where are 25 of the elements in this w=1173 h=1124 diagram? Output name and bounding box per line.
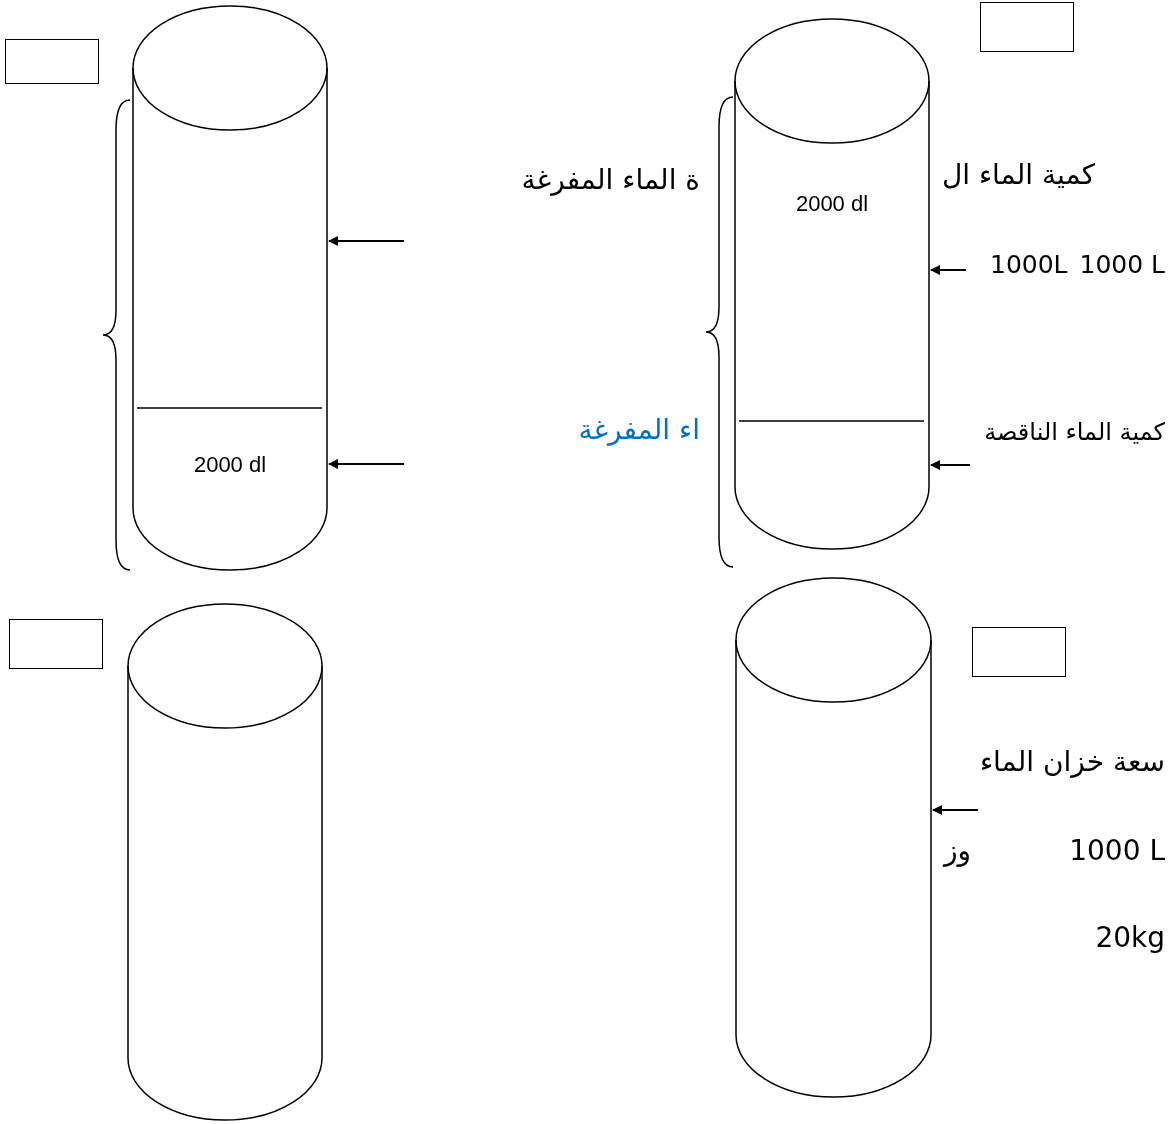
- answer-box: [5, 39, 99, 84]
- answer-box: [9, 619, 103, 669]
- arrow: [328, 459, 405, 469]
- note-text: ة الماء المفرغة: [521, 163, 700, 196]
- note-text: 20kg: [1095, 921, 1165, 954]
- note-text: سعة خزان الماء: [979, 745, 1165, 778]
- note-text: كمية الماء الناقصة: [984, 418, 1165, 446]
- volume-label: 2000 dl: [193, 452, 267, 478]
- note-text: 1000 L: [1079, 250, 1165, 279]
- note-text: اء المفرغة: [578, 413, 700, 446]
- water-tank: [132, 5, 328, 571]
- water-tank: [735, 577, 932, 1098]
- volume-label: 2000 dl: [795, 191, 869, 217]
- note-text: كمية الماء ال: [941, 158, 1095, 191]
- water-tank: [734, 18, 930, 550]
- arrow: [328, 236, 405, 246]
- water-tank: [127, 603, 323, 1121]
- answer-box: [980, 2, 1074, 52]
- arrow: [930, 265, 967, 275]
- note-text: 1000L: [990, 250, 1068, 279]
- arrow: [932, 805, 979, 815]
- answer-box: [972, 627, 1066, 677]
- arrow: [930, 460, 971, 470]
- note-text: وز: [944, 834, 972, 867]
- note-text: 1000 L: [1069, 834, 1165, 867]
